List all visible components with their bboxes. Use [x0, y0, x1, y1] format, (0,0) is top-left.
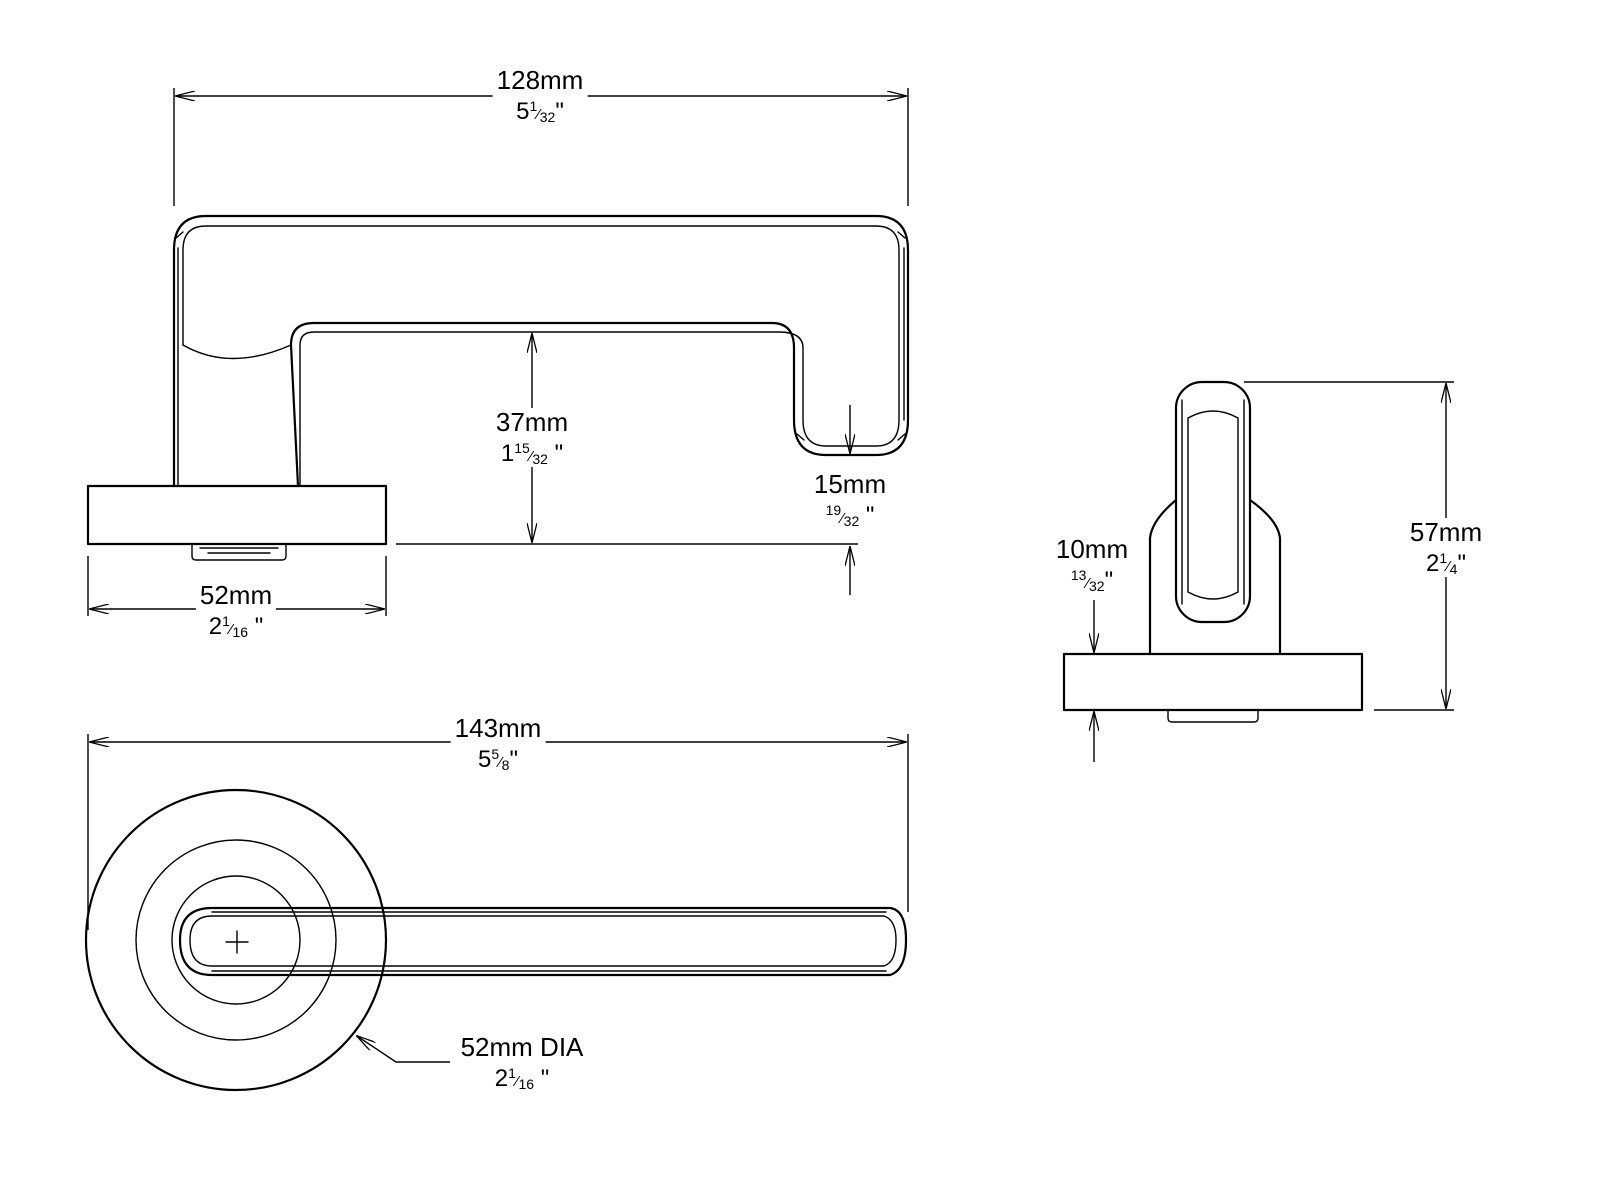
front-view — [84, 788, 908, 1092]
side-spindle-detail — [199, 547, 279, 554]
overall-length-inch: 51⁄32" — [516, 98, 564, 125]
side-neck-curve — [182, 344, 292, 360]
rose-diameter-mm: 52mm DIA — [460, 1032, 584, 1062]
height-inch: 21⁄4" — [1426, 550, 1466, 577]
front-rose-outer — [84, 788, 388, 1092]
projection-inch: 55⁄8" — [477, 746, 518, 773]
lever-gap-mm: 37mm — [495, 407, 569, 437]
front-lever-bevel — [211, 911, 887, 972]
end-spindle — [1167, 709, 1259, 723]
label-rose-diameter: 52mm DIA 21⁄16 " — [457, 1033, 588, 1092]
side-view — [86, 214, 910, 561]
end-lever-face — [1187, 410, 1239, 600]
end-lever — [1174, 380, 1252, 624]
rose-thickness-mm: 10mm — [1055, 534, 1129, 564]
projection-mm: 143mm — [454, 713, 542, 743]
front-lever-inner — [189, 915, 897, 967]
side-rose-base — [86, 484, 388, 546]
rose-thickness-inch: 13⁄32" — [1070, 567, 1114, 594]
end-view — [1062, 380, 1364, 723]
side-bevel-marks — [175, 231, 906, 487]
label-rose-thickness: 10mm 13⁄32" — [1052, 535, 1132, 594]
front-rose-inner — [135, 839, 337, 1041]
rose-width-mm: 52mm — [199, 580, 273, 610]
end-rose-base — [1062, 652, 1364, 712]
front-lever-outline — [178, 906, 908, 977]
label-lever-gap: 37mm 115⁄32 " — [491, 407, 573, 467]
lever-thickness-mm: 15mm — [813, 469, 887, 499]
label-lever-thickness: 15mm 19⁄32 " — [810, 470, 890, 529]
front-center-cross — [225, 930, 249, 954]
label-height: 57mm 21⁄4" — [1405, 517, 1487, 577]
label-projection: 143mm 55⁄8" — [450, 713, 546, 773]
label-overall-length: 128mm 51⁄32" — [492, 65, 588, 125]
front-rose-collar — [171, 875, 301, 1005]
label-rose-width: 52mm 21⁄16 " — [195, 580, 277, 640]
side-lever-outline — [172, 214, 910, 488]
side-spindle — [191, 543, 287, 561]
dim-rose-diameter — [357, 1036, 450, 1063]
dim-lever-gap — [396, 334, 858, 545]
end-neck — [1148, 498, 1282, 656]
overall-length-mm: 128mm — [496, 65, 584, 95]
rose-diameter-inch: 21⁄16 " — [494, 1065, 550, 1092]
height-mm: 57mm — [1409, 517, 1483, 547]
rose-width-inch: 21⁄16 " — [208, 613, 264, 640]
lever-thickness-inch: 19⁄32 " — [825, 502, 875, 529]
end-lever-bevel — [1181, 399, 1245, 605]
lever-gap-inch: 115⁄32 " — [500, 440, 564, 467]
